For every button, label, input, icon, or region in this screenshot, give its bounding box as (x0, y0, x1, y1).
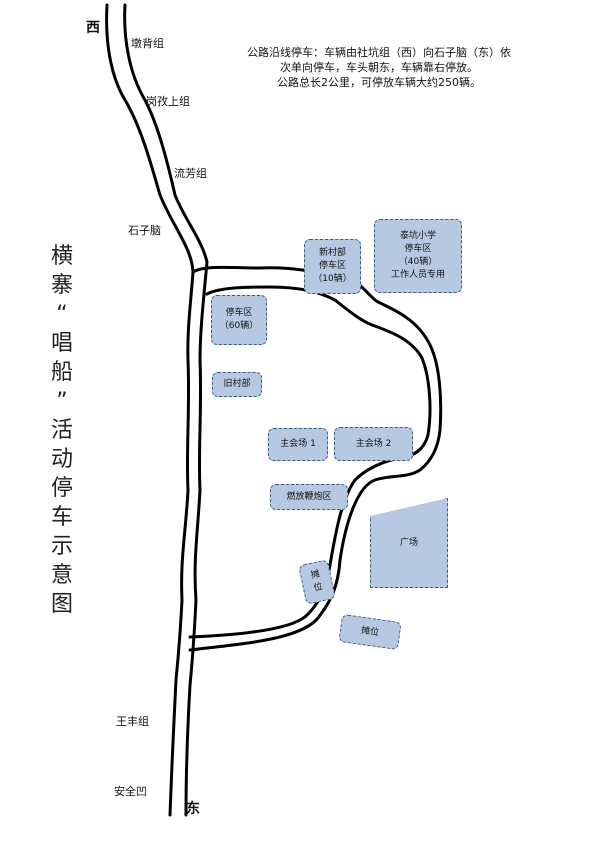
area-label: （10辆） (313, 274, 352, 284)
map-title: 横 寨 “ 唱 船 ” 活 动 停 车 示 意 图 (42, 242, 82, 619)
place-shizinao: 石子脑 (128, 224, 161, 237)
title-char: ” (56, 389, 68, 414)
place-anquanao: 安全凹 (114, 785, 147, 798)
title-char: 示 (50, 534, 73, 559)
title-char: 停 (50, 476, 73, 501)
area-label: 停车区 (225, 308, 253, 318)
area-label: （40辆） (398, 257, 438, 267)
title-char: 寨 (50, 273, 73, 298)
title-char: 意 (50, 563, 73, 588)
notice-line-2: 次单向停车，车头朝东，车辆靠右停放。 (280, 61, 478, 74)
place-wangfeng: 王丰组 (116, 715, 149, 728)
notice-line-3: 公路总长2公里，可停放车辆大约250辆。 (277, 76, 481, 89)
title-char: 船 (50, 360, 73, 385)
highway-right-edge (123, 3, 209, 817)
title-char: “ (56, 302, 68, 327)
area-main-venue-1: 主会场 1 (268, 428, 328, 461)
area-label: 位 (312, 582, 324, 594)
place-dunbei: 墩背组 (131, 37, 164, 50)
area-main-venue-2: 主会场 2 (334, 427, 413, 461)
area-label: 停车区 (318, 261, 346, 271)
title-char: 车 (50, 505, 73, 530)
highway-left-edge (105, 3, 195, 817)
area-label: 停车区 (404, 244, 432, 254)
east-marker: 东 (186, 801, 200, 817)
title-char: 图 (50, 592, 73, 617)
area-parking-60: 停车区 （60辆） (211, 295, 267, 345)
parking-notice: 公路沿线停车：车辆由社坑组（西）向石子脑（东）依 次单向停车，车头朝东，车辆靠右… (214, 45, 544, 90)
area-square: 广场 (370, 498, 448, 588)
title-char: 横 (50, 244, 73, 269)
area-xincunbu-parking: 新村部 停车区 （10辆） (304, 239, 361, 294)
place-gangzi: 岗孜上组 (146, 95, 190, 108)
area-taikeng-school-parking: 泰坑小学 停车区 （40辆） 工作人员专用 (374, 219, 462, 293)
notice-line-1: 公路沿线停车：车辆由社坑组（西）向石子脑（东）依 (247, 46, 511, 59)
title-char: 活 (50, 418, 73, 443)
area-label: 新村部 (318, 248, 346, 258)
area-label: 工作人员专用 (390, 270, 445, 280)
place-liufang: 流芳组 (174, 167, 207, 180)
title-char: 动 (50, 447, 73, 472)
area-firecracker-zone: 燃放鞭炮区 (270, 484, 348, 510)
west-marker: 西 (86, 20, 100, 36)
area-label: 泰坑小学 (399, 231, 436, 241)
area-label: （60辆） (219, 321, 259, 331)
area-old-village-office: 旧村部 (212, 372, 262, 397)
title-char: 唱 (50, 331, 73, 356)
